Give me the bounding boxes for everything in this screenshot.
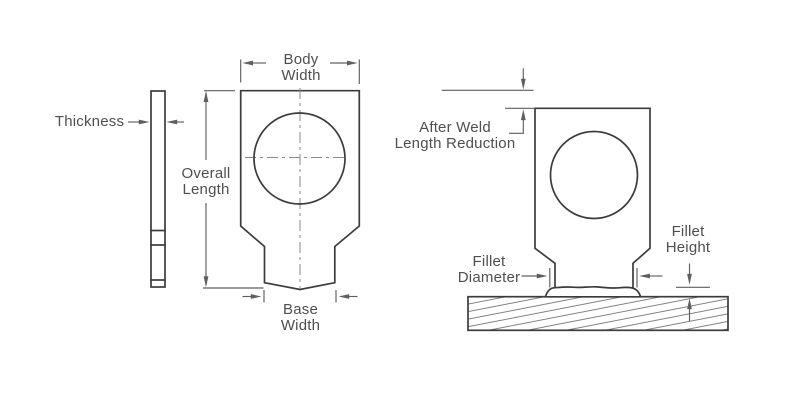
base-width-label: Base Width [280,300,321,334]
thickness-dimension [128,119,184,125]
overall-length-dimension [203,90,264,289]
welded-tab-body [534,107,651,288]
mounting-hole [253,112,346,205]
after-weld-dimension [441,68,534,134]
thickness-label: Thickness [54,113,125,130]
base-width-dimension [242,290,358,303]
base-plate [467,295,729,332]
fillet-diameter-label: Fillet Diameter [457,253,521,286]
front-view [239,88,361,291]
mounting-hole-welded [549,130,639,220]
fillet-diameter-dimension [521,268,663,288]
fillet-height-dimension [676,263,710,322]
after-weld-length-reduction-label: After Weld Length Reduction [394,118,516,152]
welded-view [467,107,729,332]
side-view [150,90,166,288]
fillet-height-label: Fillet Height [665,223,711,256]
body-width-label: Body Width [281,50,321,84]
weld-fillet [544,285,642,298]
overall-length-label: Overall Length [181,165,231,198]
body-width-dimension [240,59,360,84]
